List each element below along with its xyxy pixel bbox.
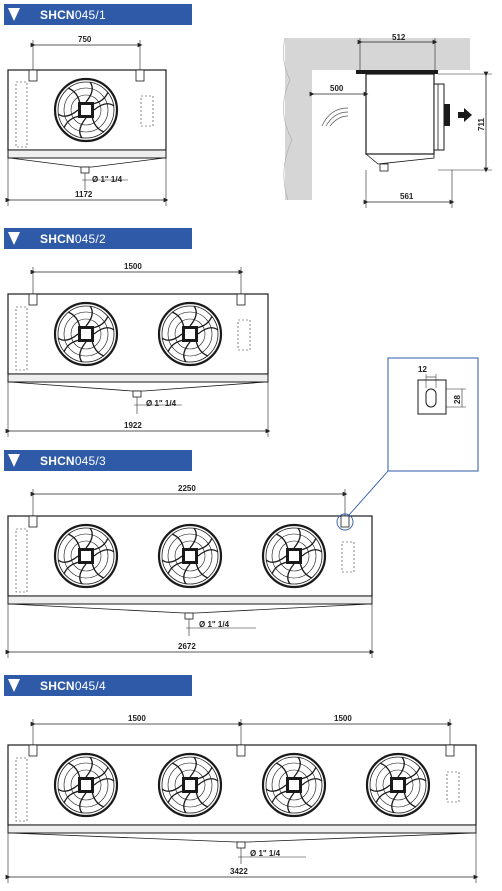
model-banner-4: SHCN045/4 — [4, 675, 192, 696]
dim-bottom-2: 1922 — [124, 421, 142, 430]
chevron-down-icon — [8, 454, 20, 467]
unit-drawing-4: 1500 1500 Ø 1" 1/4 3422 — [5, 714, 479, 883]
model-banner-2: SHCN045/2 — [4, 228, 192, 249]
model-title-1: SHCN045/1 — [40, 8, 106, 22]
unit-drawing-2: 1500 Ø 1" 1/4 1922 — [5, 262, 271, 437]
dim-top-left-4: 1500 — [128, 714, 146, 723]
dim-top-3: 2250 — [178, 484, 196, 493]
side-dim-top: 512 — [392, 33, 406, 42]
side-dim-left: 500 — [330, 84, 344, 93]
side-dim-right: 711 — [477, 118, 486, 131]
dim-top-right-4: 1500 — [334, 714, 352, 723]
dim-bottom-4: 3422 — [230, 867, 248, 876]
unit-drawing-3: 2250 Ø 1" 1/4 2672 — [5, 484, 375, 658]
model-banner-1: SHCN045/1 — [4, 4, 192, 25]
model-title-3: SHCN045/3 — [40, 454, 106, 468]
pipe-label-4: Ø 1" 1/4 — [250, 849, 281, 858]
dim-bottom-3: 2672 — [178, 642, 196, 651]
side-dim-bottom: 561 — [400, 192, 414, 201]
dim-top-2: 1500 — [124, 262, 142, 271]
pipe-label-2: Ø 1" 1/4 — [146, 399, 177, 408]
chevron-down-icon — [8, 8, 20, 21]
detail-inset: 12 28 — [348, 357, 479, 516]
chevron-down-icon — [8, 679, 20, 692]
unit-drawing-1: 750 Ø 1" 1/4 1172 — [5, 35, 169, 206]
model-title-2: SHCN045/2 — [40, 232, 106, 246]
dim-top-1: 750 — [78, 35, 92, 44]
model-banner-3: SHCN045/3 — [4, 450, 192, 471]
chevron-down-icon — [8, 232, 20, 245]
model-title-4: SHCN045/4 — [40, 679, 106, 693]
airflow-arrow-icon — [458, 108, 472, 122]
pipe-label-3: Ø 1" 1/4 — [199, 620, 230, 629]
side-view-drawing: 512 500 711 561 — [283, 33, 492, 208]
dim-bottom-1: 1172 — [75, 190, 93, 199]
detail-dim-width: 12 — [418, 365, 427, 374]
detail-dim-height: 28 — [453, 395, 462, 404]
pipe-label-1: Ø 1" 1/4 — [92, 175, 123, 184]
